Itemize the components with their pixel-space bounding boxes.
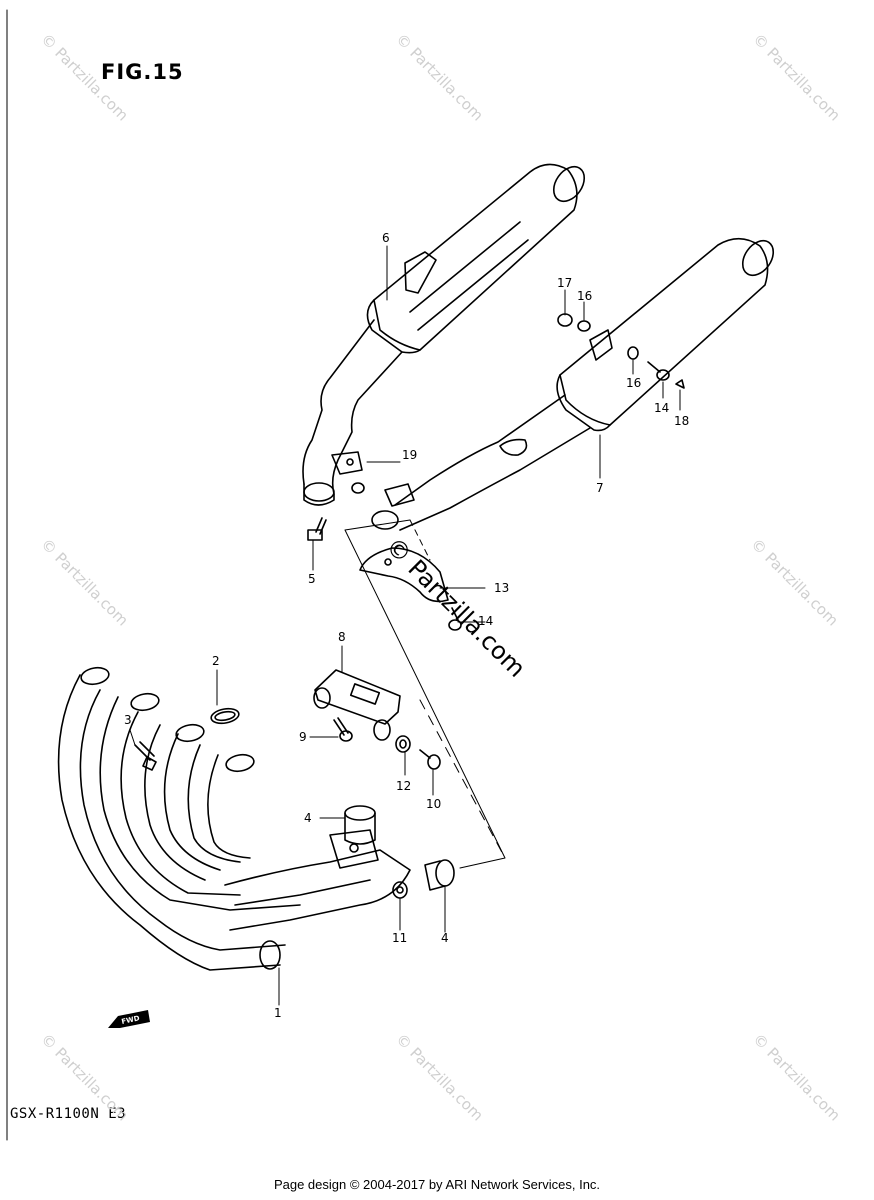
callout-5: 5	[308, 572, 316, 586]
callout-labels: 6 7 17 16 16 14 18 19 5 13 14 8 2 3 9 4 …	[124, 231, 689, 1020]
connector-4-upper[interactable]	[344, 805, 376, 845]
assembly-guide-line	[344, 519, 506, 869]
callout-18: 18	[674, 414, 689, 428]
bolt-5[interactable]	[307, 517, 327, 541]
forward-direction-tag: FWD	[108, 1010, 150, 1028]
callout-19: 19	[402, 448, 417, 462]
muffler-7[interactable]	[371, 235, 780, 531]
bolt-14[interactable]	[448, 607, 462, 631]
callout-10: 10	[426, 797, 441, 811]
washer-19[interactable]	[351, 482, 365, 494]
callout-8: 8	[338, 630, 346, 644]
callout-14: 14	[478, 614, 493, 628]
callout-12: 12	[396, 779, 411, 793]
bracket-8[interactable]	[313, 669, 401, 741]
callout-15: 14	[654, 401, 669, 415]
muffler-6[interactable]	[302, 161, 591, 506]
model-code: GSX-R1100N E3	[10, 1106, 127, 1122]
bolt-9[interactable]	[333, 717, 353, 742]
callout-13: 13	[494, 581, 509, 595]
bolt-10[interactable]	[419, 749, 441, 770]
callout-1: 1	[274, 1006, 282, 1020]
figure-title: FIG.15	[101, 60, 184, 84]
callout-16-upper: 16	[577, 289, 592, 303]
callout-3: 3	[124, 713, 132, 727]
callout-7: 7	[596, 481, 604, 495]
callout-4-lower: 4	[441, 931, 449, 945]
exhaust-header-1[interactable]	[57, 666, 411, 971]
bolt-15[interactable]	[647, 361, 670, 381]
callout-2: 2	[212, 654, 220, 668]
callout-4-upper: 4	[304, 811, 312, 825]
gasket-2[interactable]	[210, 707, 240, 726]
callout-17: 17	[557, 276, 572, 290]
nut-17[interactable]	[557, 313, 573, 327]
washer-16-lower[interactable]	[627, 346, 639, 360]
washer-12[interactable]	[395, 735, 411, 753]
clip-18[interactable]	[675, 379, 685, 389]
callout-6: 6	[382, 231, 390, 245]
callout-16-lower: 16	[626, 376, 641, 390]
page-footer: Page design © 2004-2017 by ARI Network S…	[273, 1177, 601, 1192]
bolt-3[interactable]	[134, 741, 157, 771]
bracket-13[interactable]	[359, 547, 449, 603]
callout-9: 9	[299, 730, 307, 744]
washer-16-upper[interactable]	[577, 320, 591, 332]
forward-direction-label: FWD	[121, 1014, 141, 1026]
connector-4-lower[interactable]	[424, 859, 455, 891]
callout-11: 11	[392, 931, 407, 945]
